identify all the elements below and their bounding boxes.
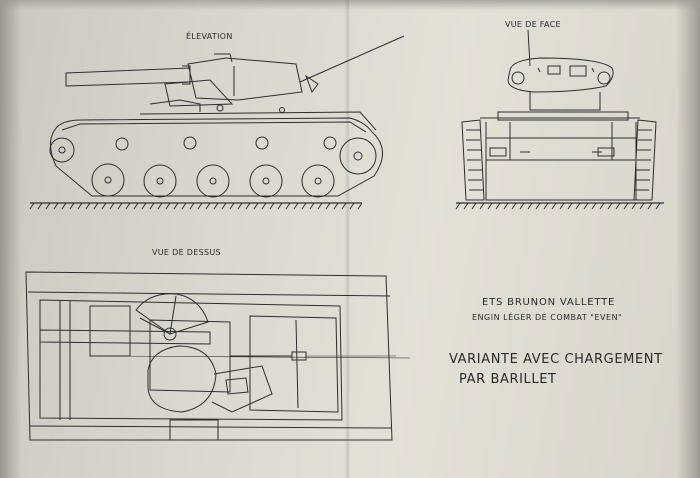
top-view: [26, 272, 410, 440]
ground-hatching-front: [456, 203, 660, 209]
elevation-view: [30, 36, 404, 203]
page-edge-top: [0, 0, 700, 10]
variant-line-2: PAR BARILLET: [459, 372, 557, 387]
page-fold: [345, 0, 351, 478]
front-view-title: VUE DE FACE: [505, 20, 561, 29]
elevation-title: ÉLEVATION: [186, 32, 233, 41]
ground-hatching-elevation: [30, 203, 362, 209]
front-view: [456, 30, 664, 203]
page-edge-right: [676, 0, 700, 478]
vehicle-subtitle: ENGIN LÉGER DE COMBAT "EVEN": [472, 313, 623, 322]
variant-line-1: VARIANTE AVEC CHARGEMENT: [449, 352, 663, 367]
top-view-title: VUE DE DESSUS: [152, 248, 221, 257]
page-edge-left: [0, 0, 22, 478]
company-name: ETS BRUNON VALLETTE: [482, 297, 616, 308]
